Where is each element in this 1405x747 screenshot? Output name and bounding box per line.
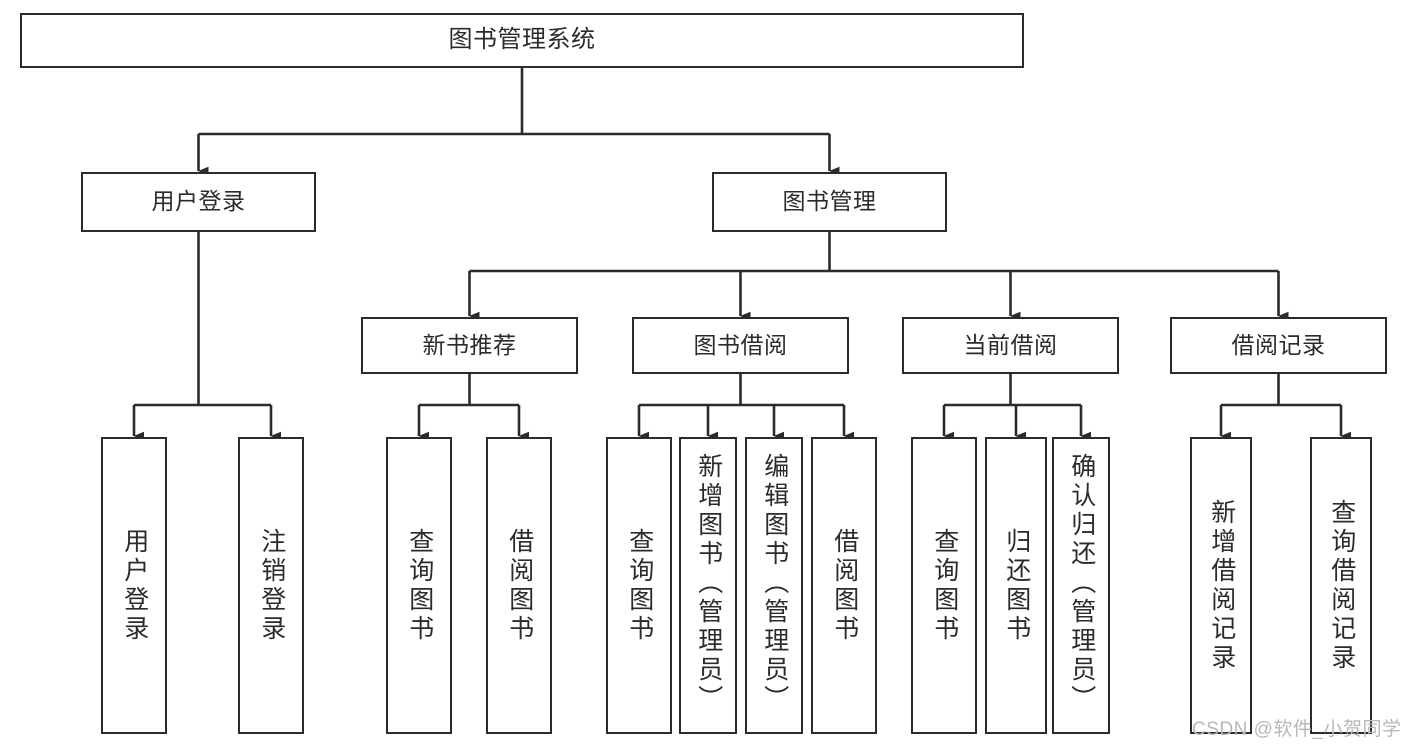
node-label: 图书管理 (782, 188, 877, 215)
node-borrow-record[interactable]: 借阅记录 (1170, 317, 1387, 374)
node-label: 借阅记录 (1231, 331, 1326, 358)
node-label: 借阅图书 (505, 527, 534, 644)
node-book-borrow[interactable]: 图书借阅 (632, 317, 849, 374)
node-leaf-bb-edit[interactable]: 编辑图书（管理员） (745, 437, 803, 734)
node-new-book-rec[interactable]: 新书推荐 (361, 317, 578, 374)
node-label: 查询借阅记录 (1327, 498, 1356, 673)
node-current-borrow[interactable]: 当前借阅 (902, 317, 1119, 374)
csdn-watermark: CSDN @软件_小贺同学 (1192, 719, 1402, 740)
node-label: 用户登录 (120, 527, 149, 644)
node-label: 新增借阅记录 (1207, 498, 1236, 673)
node-leaf-cb-return[interactable]: 归还图书 (985, 437, 1047, 734)
node-leaf-bb-query[interactable]: 查询图书 (606, 437, 672, 734)
node-leaf-cb-query[interactable]: 查询图书 (911, 437, 977, 734)
node-leaf-user-logout[interactable]: 注销登录 (238, 437, 304, 734)
node-label: 新增图书（管理员） (694, 453, 723, 714)
node-user-login[interactable]: 用户登录 (81, 172, 316, 232)
node-label: 用户登录 (151, 188, 246, 215)
node-leaf-br-query[interactable]: 查询借阅记录 (1310, 437, 1372, 734)
node-leaf-rec-query[interactable]: 查询图书 (386, 437, 452, 734)
node-root[interactable]: 图书管理系统 (20, 13, 1024, 68)
node-label: 查询图书 (930, 527, 959, 644)
node-label: 编辑图书（管理员） (760, 453, 789, 714)
node-leaf-cb-confirm[interactable]: 确认归还（管理员） (1052, 437, 1110, 734)
node-leaf-user-login[interactable]: 用户登录 (101, 437, 167, 734)
node-label: 归还图书 (1002, 527, 1031, 644)
node-label: 借阅图书 (830, 527, 859, 644)
node-leaf-br-add[interactable]: 新增借阅记录 (1190, 437, 1252, 734)
node-leaf-bb-borrow[interactable]: 借阅图书 (811, 437, 877, 734)
node-label: 确认归还（管理员） (1067, 453, 1096, 714)
node-label: 当前借阅 (963, 331, 1058, 358)
node-label: 图书借阅 (693, 331, 788, 358)
node-leaf-rec-borrow[interactable]: 借阅图书 (486, 437, 552, 734)
node-label: 查询图书 (405, 527, 434, 644)
node-label: 图书管理系统 (448, 26, 596, 54)
node-label: 新书推荐 (422, 331, 517, 358)
node-label: 注销登录 (257, 527, 286, 644)
node-book-manage[interactable]: 图书管理 (712, 172, 947, 232)
node-leaf-bb-add[interactable]: 新增图书（管理员） (679, 437, 737, 734)
node-label: 查询图书 (625, 527, 654, 644)
